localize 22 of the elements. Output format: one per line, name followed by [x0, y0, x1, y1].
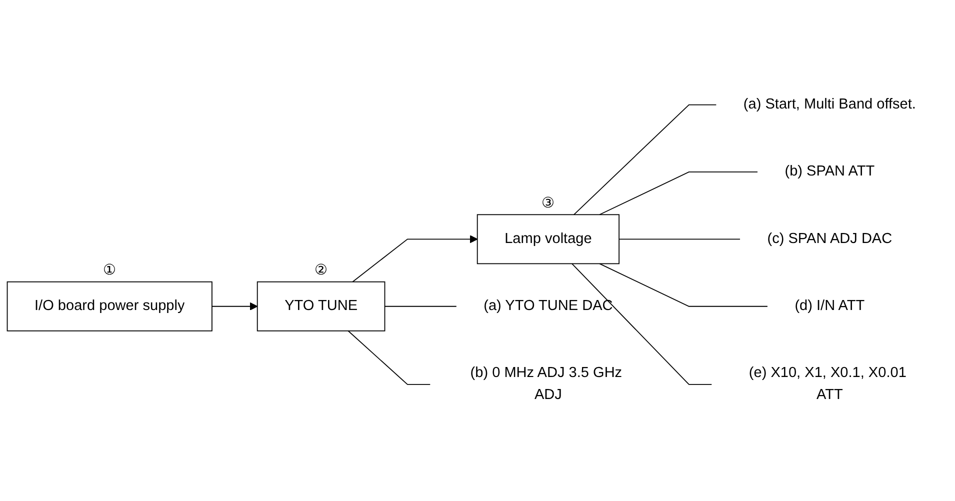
node-text: (a) YTO TUNE DAC [484, 298, 613, 314]
arrow [212, 302, 258, 311]
step-number: ① [103, 263, 116, 280]
node-text: (b) 0 MHz ADJ 3.5 GHz ADJ [470, 366, 622, 404]
connector [348, 330, 431, 386]
connector [599, 172, 758, 216]
connector [599, 264, 768, 308]
node-text: (a) Start, Multi Band offset. [743, 97, 916, 112]
connector [618, 239, 740, 240]
node-box: YTO TUNE [256, 282, 386, 332]
node-text: (d) I/N ATT [794, 298, 865, 314]
connector [384, 306, 457, 308]
connector [573, 104, 717, 216]
node-box: Lamp voltage [476, 214, 620, 265]
arrow [352, 236, 478, 283]
node-text: (b) SPAN ATT [784, 164, 875, 180]
node-text: (e) X10, X1, X0.1, X0.01 ATT [748, 366, 906, 404]
connector [572, 264, 712, 386]
step-number: ③ [542, 196, 555, 212]
node-box: I/O board power supply [6, 282, 212, 332]
step-number: ② [314, 263, 328, 280]
node-text: (c) SPAN ADJ DAC [767, 231, 892, 247]
